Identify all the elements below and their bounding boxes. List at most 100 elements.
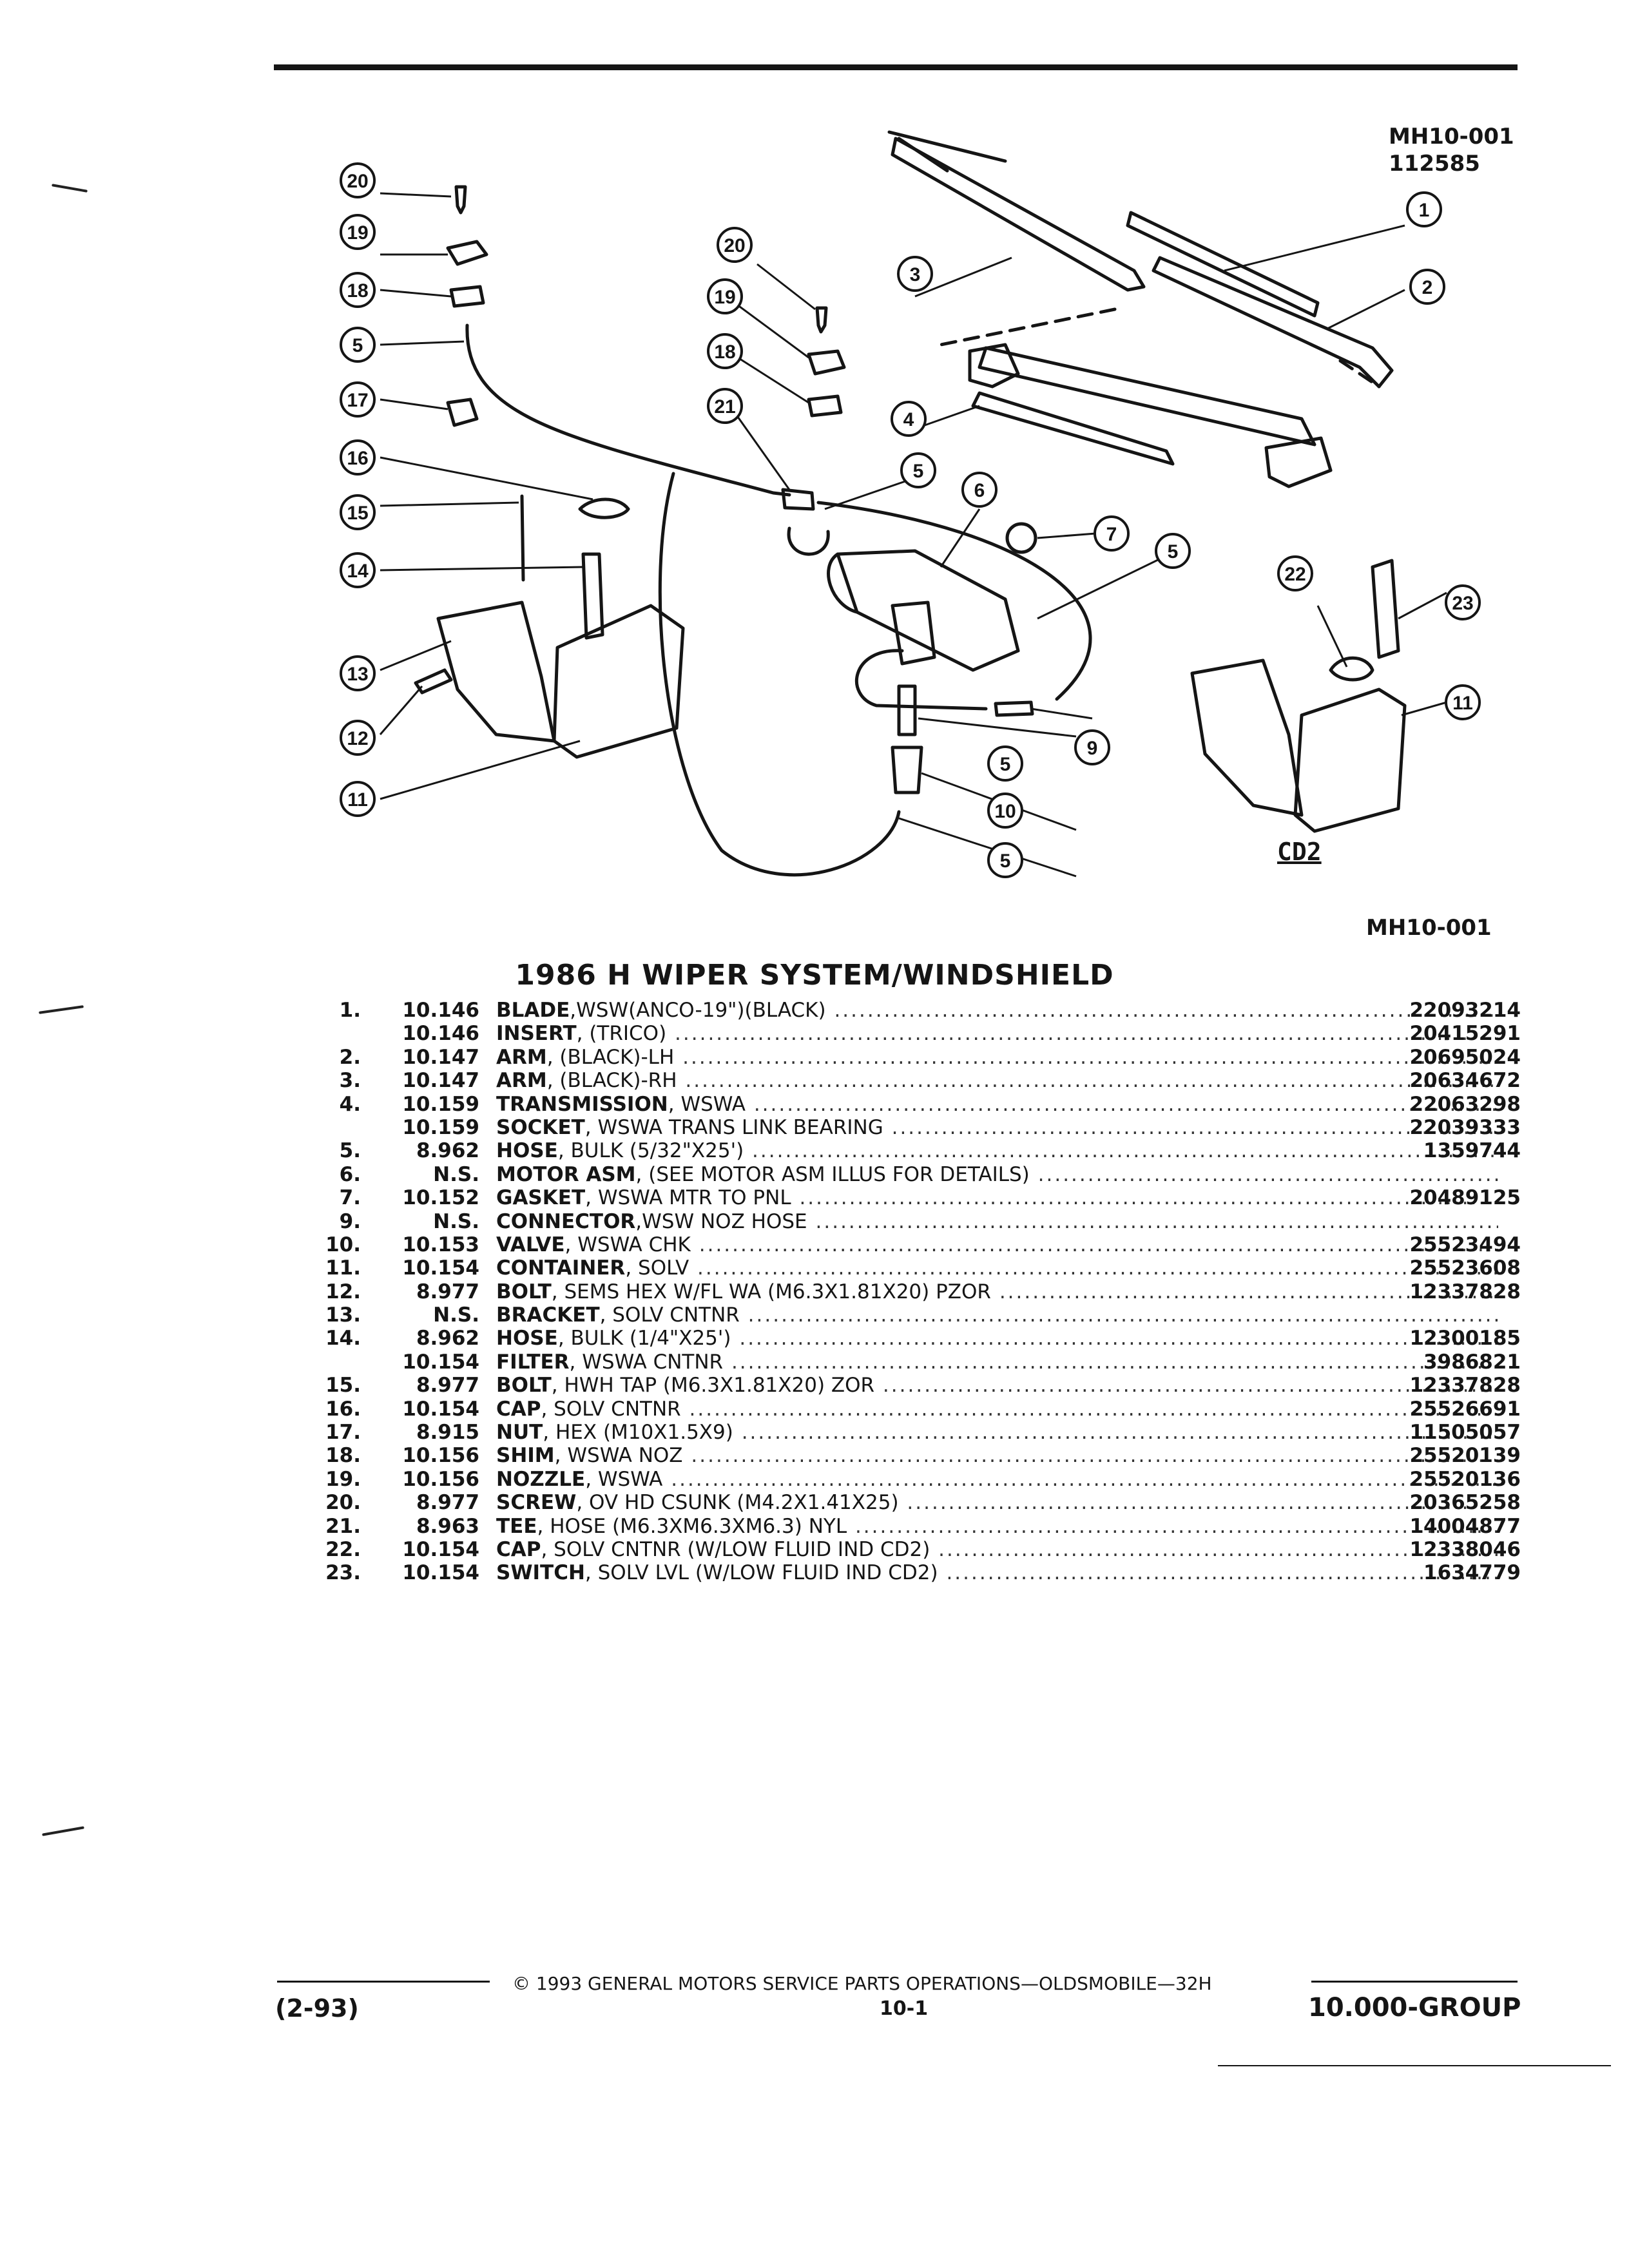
binder-mark bbox=[39, 1005, 84, 1014]
group-number: 10.154 bbox=[402, 1256, 479, 1280]
motor-cylinder bbox=[827, 552, 859, 614]
part-name: NUT bbox=[496, 1421, 543, 1445]
callout-18b: 18 bbox=[707, 333, 743, 369]
svg-text:11: 11 bbox=[347, 789, 368, 811]
svg-text:20: 20 bbox=[724, 235, 745, 256]
part-name: BOLT bbox=[496, 1374, 552, 1398]
reservoir-right bbox=[1293, 687, 1407, 833]
part-description: INSERT, (TRICO) ........................… bbox=[496, 1022, 1498, 1045]
part-name: FILTER bbox=[496, 1350, 570, 1374]
motor-body bbox=[836, 549, 1020, 672]
svg-text:15: 15 bbox=[347, 503, 368, 524]
part-name: BLADE bbox=[496, 999, 570, 1022]
part-number: 25520139 bbox=[1409, 1444, 1521, 1468]
part-detail: , WSWA CNTNR bbox=[569, 1350, 724, 1374]
callout-22: 22 bbox=[1277, 555, 1313, 591]
dot-leader: ........................................… bbox=[697, 1256, 1498, 1280]
part-number: 22093214 bbox=[1409, 999, 1521, 1022]
svg-text:10: 10 bbox=[994, 801, 1016, 822]
dot-leader: ........................................… bbox=[741, 1421, 1498, 1445]
part-description: HOSE, BULK (5/32"X25') .................… bbox=[496, 1139, 1498, 1162]
callout-16: 16 bbox=[340, 439, 376, 476]
part-number: 20695024 bbox=[1409, 1045, 1521, 1069]
group-number: 10.156 bbox=[402, 1467, 479, 1491]
item-number: 16. bbox=[325, 1397, 361, 1421]
group-number: N.S. bbox=[433, 1303, 479, 1327]
part-detail: , (TRICO) bbox=[576, 1022, 667, 1046]
dot-leader: ........................................… bbox=[691, 1444, 1498, 1468]
part-name: ARM bbox=[496, 1069, 547, 1093]
item-number: 10. bbox=[325, 1233, 361, 1256]
part-number: 1359744 bbox=[1423, 1139, 1521, 1163]
svg-text:2: 2 bbox=[1422, 277, 1433, 298]
item-number: 11. bbox=[325, 1256, 361, 1280]
callout-10: 10 bbox=[987, 793, 1023, 829]
part-number: 22063298 bbox=[1409, 1092, 1521, 1116]
parts-list-row: 6.N.S.MOTOR ASM, (SEE MOTOR ASM ILLUS FO… bbox=[322, 1163, 1521, 1186]
filler-neck-left bbox=[581, 552, 604, 640]
svg-text:6: 6 bbox=[974, 480, 985, 501]
callout-3: 3 bbox=[897, 256, 933, 292]
callout-19: 19 bbox=[340, 214, 376, 250]
item-number: 19. bbox=[325, 1467, 361, 1491]
part-detail: , SOLV CNTNR (W/LOW FLUID IND CD2) bbox=[541, 1537, 930, 1561]
dot-leader: ........................................… bbox=[882, 1374, 1498, 1398]
part-name: SCREW bbox=[496, 1491, 577, 1515]
part-name: CONNECTOR bbox=[496, 1209, 636, 1233]
part-detail: , WSWA bbox=[668, 1092, 746, 1116]
part-number: 25523494 bbox=[1409, 1233, 1521, 1256]
callout-23: 23 bbox=[1445, 584, 1481, 620]
part-name: INSERT bbox=[496, 1022, 577, 1046]
u-hose bbox=[787, 526, 830, 556]
callout-5c: 5 bbox=[1155, 533, 1191, 569]
group-number: 8.963 bbox=[416, 1514, 479, 1538]
svg-text:3: 3 bbox=[910, 264, 921, 285]
group-number: 8.977 bbox=[416, 1374, 479, 1398]
part-number: 1634779 bbox=[1423, 1561, 1521, 1585]
callout-21: 21 bbox=[707, 388, 743, 424]
callout-circles: 20 19 18 5 17 16 15 14 13 12 11 20 19 18… bbox=[340, 162, 1481, 878]
part-detail: , OV HD CSUNK (M4.2X1.41X25) bbox=[576, 1491, 899, 1515]
item-number: 17. bbox=[325, 1421, 361, 1445]
cap-cd2 bbox=[1329, 656, 1374, 682]
group-number: 8.962 bbox=[416, 1139, 479, 1163]
group-number: 10.152 bbox=[402, 1186, 479, 1210]
svg-text:11: 11 bbox=[1452, 693, 1473, 714]
svg-text:17: 17 bbox=[347, 390, 368, 411]
callout-15: 15 bbox=[340, 494, 376, 530]
dot-leader: ........................................… bbox=[999, 1280, 1498, 1303]
callout-14: 14 bbox=[340, 552, 376, 588]
part-detail: , (BLACK)-RH bbox=[546, 1069, 677, 1093]
svg-text:12: 12 bbox=[347, 728, 368, 749]
callout-6: 6 bbox=[961, 472, 998, 508]
callout-20b: 20 bbox=[717, 227, 753, 263]
dot-leader: ........................................… bbox=[854, 1514, 1498, 1538]
dot-leader: ........................................… bbox=[682, 1045, 1498, 1069]
part-detail: , HEX (M10X1.5X9) bbox=[543, 1421, 733, 1445]
group-number: 10.154 bbox=[402, 1561, 479, 1585]
callout-13: 13 bbox=[340, 655, 376, 691]
svg-text:5: 5 bbox=[1000, 850, 1011, 872]
item-number: 13. bbox=[325, 1303, 361, 1327]
date-code: (2-93) bbox=[275, 1994, 359, 2023]
part-description: CONNECTOR,WSW NOZ HOSE .................… bbox=[496, 1210, 1498, 1233]
screw-middle bbox=[815, 306, 828, 334]
hose-bottom-loop bbox=[658, 472, 901, 877]
item-number: 4. bbox=[339, 1092, 361, 1116]
part-number: 20489125 bbox=[1409, 1186, 1521, 1210]
item-number: 9. bbox=[339, 1209, 361, 1233]
part-number: 20365258 bbox=[1409, 1491, 1521, 1515]
part-name: SHIM bbox=[496, 1444, 555, 1468]
cap-left bbox=[578, 497, 630, 519]
dot-leader: ........................................… bbox=[753, 1092, 1498, 1116]
option-code-label: CD2 bbox=[1277, 838, 1322, 866]
